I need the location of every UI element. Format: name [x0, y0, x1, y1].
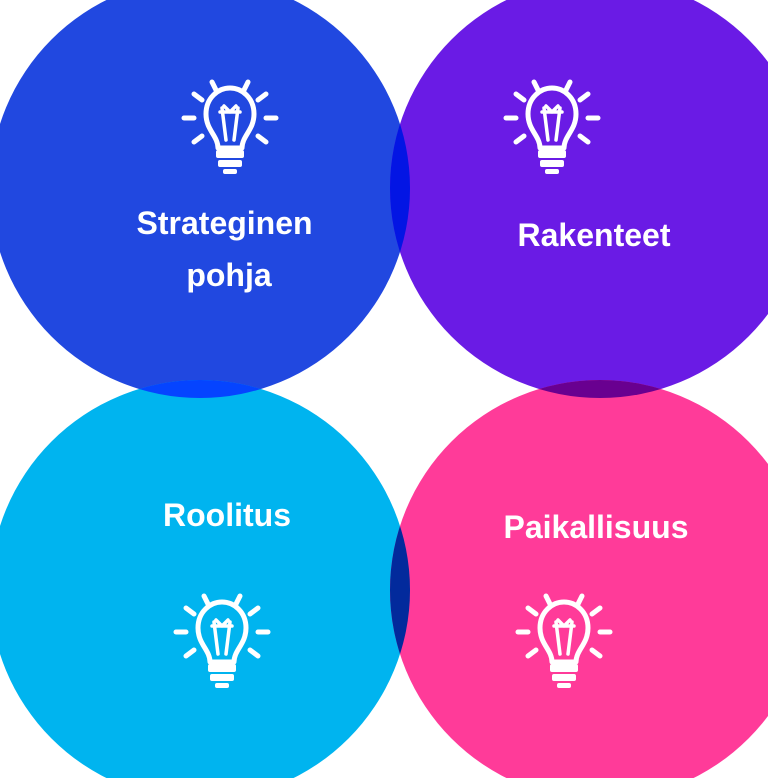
label-paikallisuus: Paikallisuus: [504, 509, 689, 545]
circle-strateginen-pohja: [0, 0, 410, 398]
label-strateginen-pohja: Strateginen pohja: [137, 205, 322, 293]
circle-roolitus: [0, 380, 410, 778]
circle-rakenteet: [390, 0, 768, 398]
label-strateginen-pohja-line-1: Strateginen: [137, 205, 313, 241]
label-strateginen-pohja-line-2: pohja: [186, 257, 272, 293]
label-rakenteet: Rakenteet: [518, 217, 671, 253]
label-roolitus: Roolitus: [163, 497, 291, 533]
circle-paikallisuus: [390, 380, 768, 778]
